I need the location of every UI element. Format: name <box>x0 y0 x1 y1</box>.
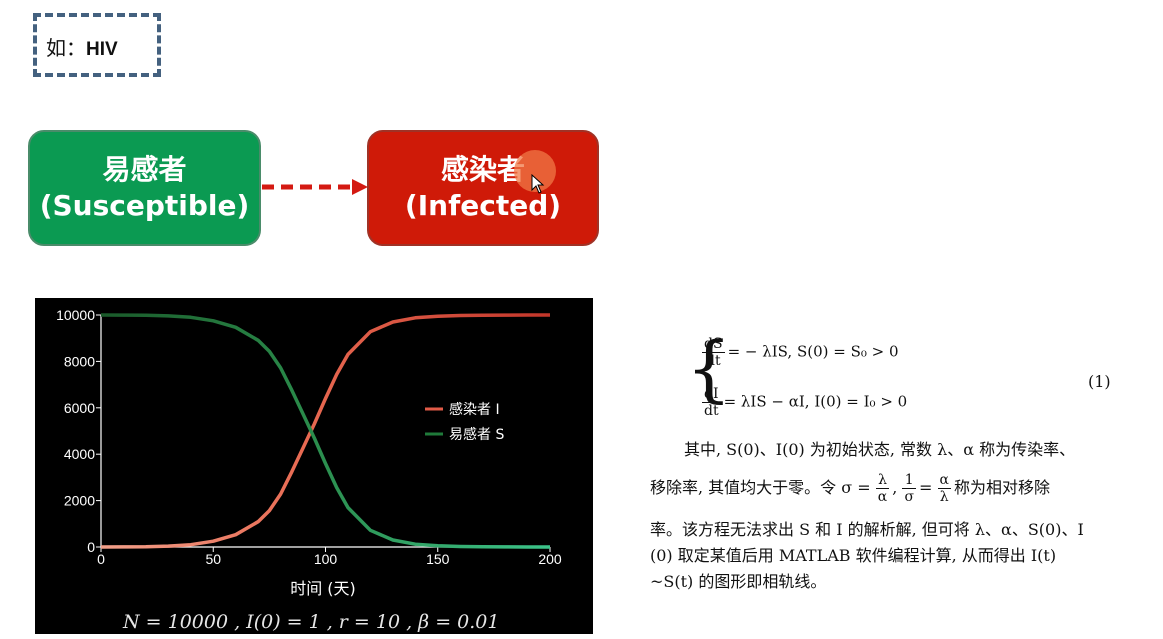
transition-arrow <box>262 179 368 195</box>
para2-text-d: 称为相对移除 <box>953 478 1050 497</box>
legend-label-susceptible: 易感者 S <box>449 426 504 443</box>
paragraph-line-3: 率。该方程无法求出 S 和 I 的解析解, 但可将 λ、α、S(0)、I <box>650 520 1084 539</box>
y-tick-label: 8000 <box>64 353 95 369</box>
chart-series <box>100 313 550 549</box>
frac-c-num: α <box>937 472 951 489</box>
frac-b-den: σ <box>904 489 914 505</box>
example-prefix: 如： <box>46 36 86 60</box>
susceptible-title: 易感者 <box>102 153 187 186</box>
example-term: HIV <box>86 39 118 60</box>
example-dashed-box <box>33 13 161 77</box>
x-tick-label: 50 <box>205 551 221 567</box>
chart-svg: 0 2000 4000 6000 8000 10000 0 50 100 150 200 感染者 I… <box>56 307 562 633</box>
example-label: 如：HIV <box>46 32 118 61</box>
x-tick-label: 200 <box>538 551 562 567</box>
eq2-num: dI <box>702 386 721 403</box>
chart-footer-params: N = 10000 , I(0) = 1 , r = 10 , β = 0.01 <box>122 611 499 633</box>
paragraph-line-5: ~S(t) 的图形即相轨线。 <box>650 572 827 591</box>
susceptible-box: 易感者 (Susceptible) <box>28 130 261 246</box>
y-tick-label: 4000 <box>64 446 95 462</box>
x-tick-label: 0 <box>97 551 105 567</box>
sir-chart: 0 2000 4000 6000 8000 10000 0 50 100 150 200 感染者 I… <box>35 298 593 634</box>
frac-a-den: α <box>877 489 888 505</box>
frac-a-num: λ <box>875 472 890 489</box>
legend-label-infected: 感染者 I <box>449 401 500 418</box>
chart-legend: 感染者 I 易感者 S <box>425 401 504 443</box>
series-line-susceptible <box>100 313 550 549</box>
mouse-pointer-icon <box>531 174 545 194</box>
y-tick-label: 0 <box>87 539 95 555</box>
infected-title: 感染者 <box>440 153 525 186</box>
paragraph-line-1: 其中, S(0)、I(0) 为初始状态, 常数 λ、α 称为传染率、 <box>684 440 1076 459</box>
eq2-rhs: = λIS − αI, I(0) = I₀ > 0 <box>723 392 908 411</box>
chart-ticks: 0 2000 4000 6000 8000 10000 0 50 100 150 200 <box>56 307 562 567</box>
series-line-infected <box>100 313 550 549</box>
y-tick-label: 2000 <box>64 493 95 509</box>
y-tick-label: 6000 <box>64 400 95 416</box>
susceptible-subtitle: (Susceptible) <box>39 189 250 222</box>
paragraph-line-4: (0) 取定某值后用 MATLAB 软件编程计算, 从而得出 I(t) <box>650 546 1057 565</box>
infected-box: 感染者 (Infected) <box>367 130 599 246</box>
eq2-den: dt <box>704 403 719 419</box>
equation-brace: { <box>686 326 732 410</box>
frac-b-num: 1 <box>902 472 916 489</box>
para2-text-c: = <box>919 478 933 497</box>
x-axis-label: 时间 (天) <box>290 579 356 598</box>
eq1-rhs: = − λIS, S(0) = S₀ > 0 <box>727 342 899 361</box>
para2-text-a: 移除率, 其值均大于零。令 σ = <box>650 478 871 497</box>
y-tick-label: 10000 <box>56 307 95 323</box>
infected-subtitle: (Infected) <box>404 189 562 222</box>
x-tick-label: 100 <box>314 551 338 567</box>
frac-c-den: λ <box>939 489 949 505</box>
x-tick-label: 150 <box>426 551 450 567</box>
equation-number: (1) <box>1088 372 1111 391</box>
para2-text-b: , <box>892 478 898 497</box>
eq1-num: dS <box>702 336 725 353</box>
eq1-den: dt <box>705 353 721 369</box>
